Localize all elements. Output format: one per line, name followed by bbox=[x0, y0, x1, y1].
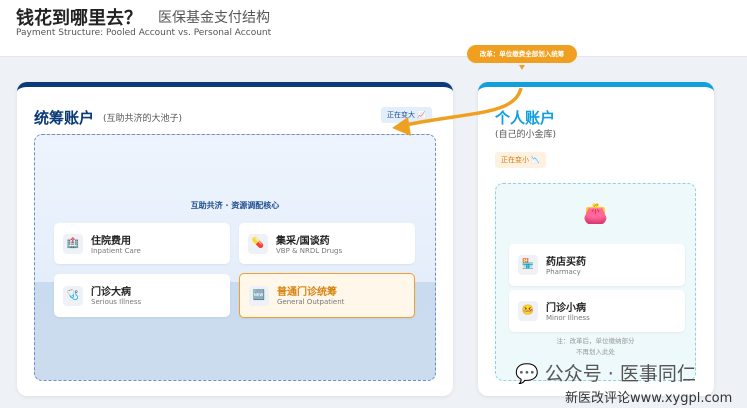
personal-title: 个人账户 bbox=[495, 109, 556, 127]
pill-icon: 💊 bbox=[248, 233, 268, 254]
site-watermark: 新医改评论www.xygpl.com bbox=[565, 391, 733, 406]
header: 钱花到哪里去？ 医保基金支付结构 Payment Structure: Pool… bbox=[0, 0, 747, 57]
pooled-title: 统筹账户 bbox=[34, 109, 95, 127]
item-sublabel: Inpatient Care bbox=[91, 247, 141, 255]
general-outpatient-item: 🆕 普通门诊统筹 General Outpatient bbox=[239, 273, 415, 318]
pool-core-label: 互助共济 · 资源调配核心 bbox=[190, 201, 280, 210]
shrinking-badge: 正在变小 📉 bbox=[495, 152, 546, 168]
item-label: 门诊小病 bbox=[546, 303, 586, 314]
new-icon: 🆕 bbox=[249, 285, 269, 306]
item-sublabel: Minor Illness bbox=[546, 314, 590, 322]
sick-face-icon: 🤒 bbox=[518, 301, 538, 321]
personal-area: 👛 🏪 药店买药 Pharmacy 🤒 门诊小病 Minor Illness 注… bbox=[495, 183, 696, 381]
note-line: 不再划入此处 bbox=[576, 348, 615, 356]
item-sublabel: VBP & NRDL Drugs bbox=[276, 247, 343, 255]
reform-note: 注：改革后，单位缴纳部分不再划入此处 bbox=[496, 336, 695, 358]
growing-badge: 正在变大 📈 bbox=[381, 107, 432, 123]
item-sublabel: Pharmacy bbox=[546, 268, 581, 276]
purse-icon: 👛 bbox=[583, 201, 608, 225]
item-sublabel: Serious Illness bbox=[91, 298, 142, 306]
page-subtitle-en: Payment Structure: Pooled Account vs. Pe… bbox=[16, 28, 272, 38]
inpatient-item: 🏥 住院费用 Inpatient Care bbox=[54, 223, 230, 264]
pool-area: 互助共济 · 资源调配核心 🏥 住院费用 Inpatient Care 💊 集采… bbox=[34, 134, 436, 381]
item-sublabel: General Outpatient bbox=[277, 298, 345, 306]
minor-illness-item: 🤒 门诊小病 Minor Illness bbox=[509, 290, 685, 332]
stethoscope-icon: 🩺 bbox=[63, 285, 83, 306]
serious-illness-item: 🩺 门诊大病 Serious Illness bbox=[54, 274, 230, 317]
note-line: 注：改革后，单位缴纳部分 bbox=[556, 337, 635, 345]
watermark-text: 公众号 · 医事同仁 bbox=[544, 363, 696, 385]
item-label: 住院费用 bbox=[91, 236, 131, 247]
personal-desc: (自己的小金库) bbox=[495, 130, 557, 140]
page-title: 钱花到哪里去？ bbox=[16, 8, 142, 29]
hospital-icon: 🏥 bbox=[63, 233, 83, 254]
wechat-watermark: 💬 公众号 · 医事同仁 bbox=[515, 363, 696, 385]
drugs-item: 💊 集采/国谈药 VBP & NRDL Drugs bbox=[239, 223, 415, 264]
pooled-account-card: 统筹账户 (互助共济的大池子) 正在变大 📈 互助共济 · 资源调配核心 🏥 住… bbox=[17, 82, 453, 396]
pharmacy-item: 🏪 药店买药 Pharmacy bbox=[509, 244, 685, 286]
item-label: 普通门诊统筹 bbox=[277, 287, 337, 298]
item-label: 药店买药 bbox=[546, 257, 586, 268]
reform-callout: 改革：单位缴费全部划入统筹 bbox=[467, 45, 577, 63]
item-label: 门诊大病 bbox=[91, 287, 131, 298]
store-icon: 🏪 bbox=[518, 255, 538, 275]
pooled-desc: (互助共济的大池子) bbox=[103, 114, 183, 124]
item-label: 集采/国谈药 bbox=[276, 236, 330, 247]
personal-account-card: 个人账户 (自己的小金库) 正在变小 📉 👛 🏪 药店买药 Pharmacy 🤒… bbox=[478, 82, 714, 396]
page-subtitle: 医保基金支付结构 bbox=[158, 10, 270, 26]
